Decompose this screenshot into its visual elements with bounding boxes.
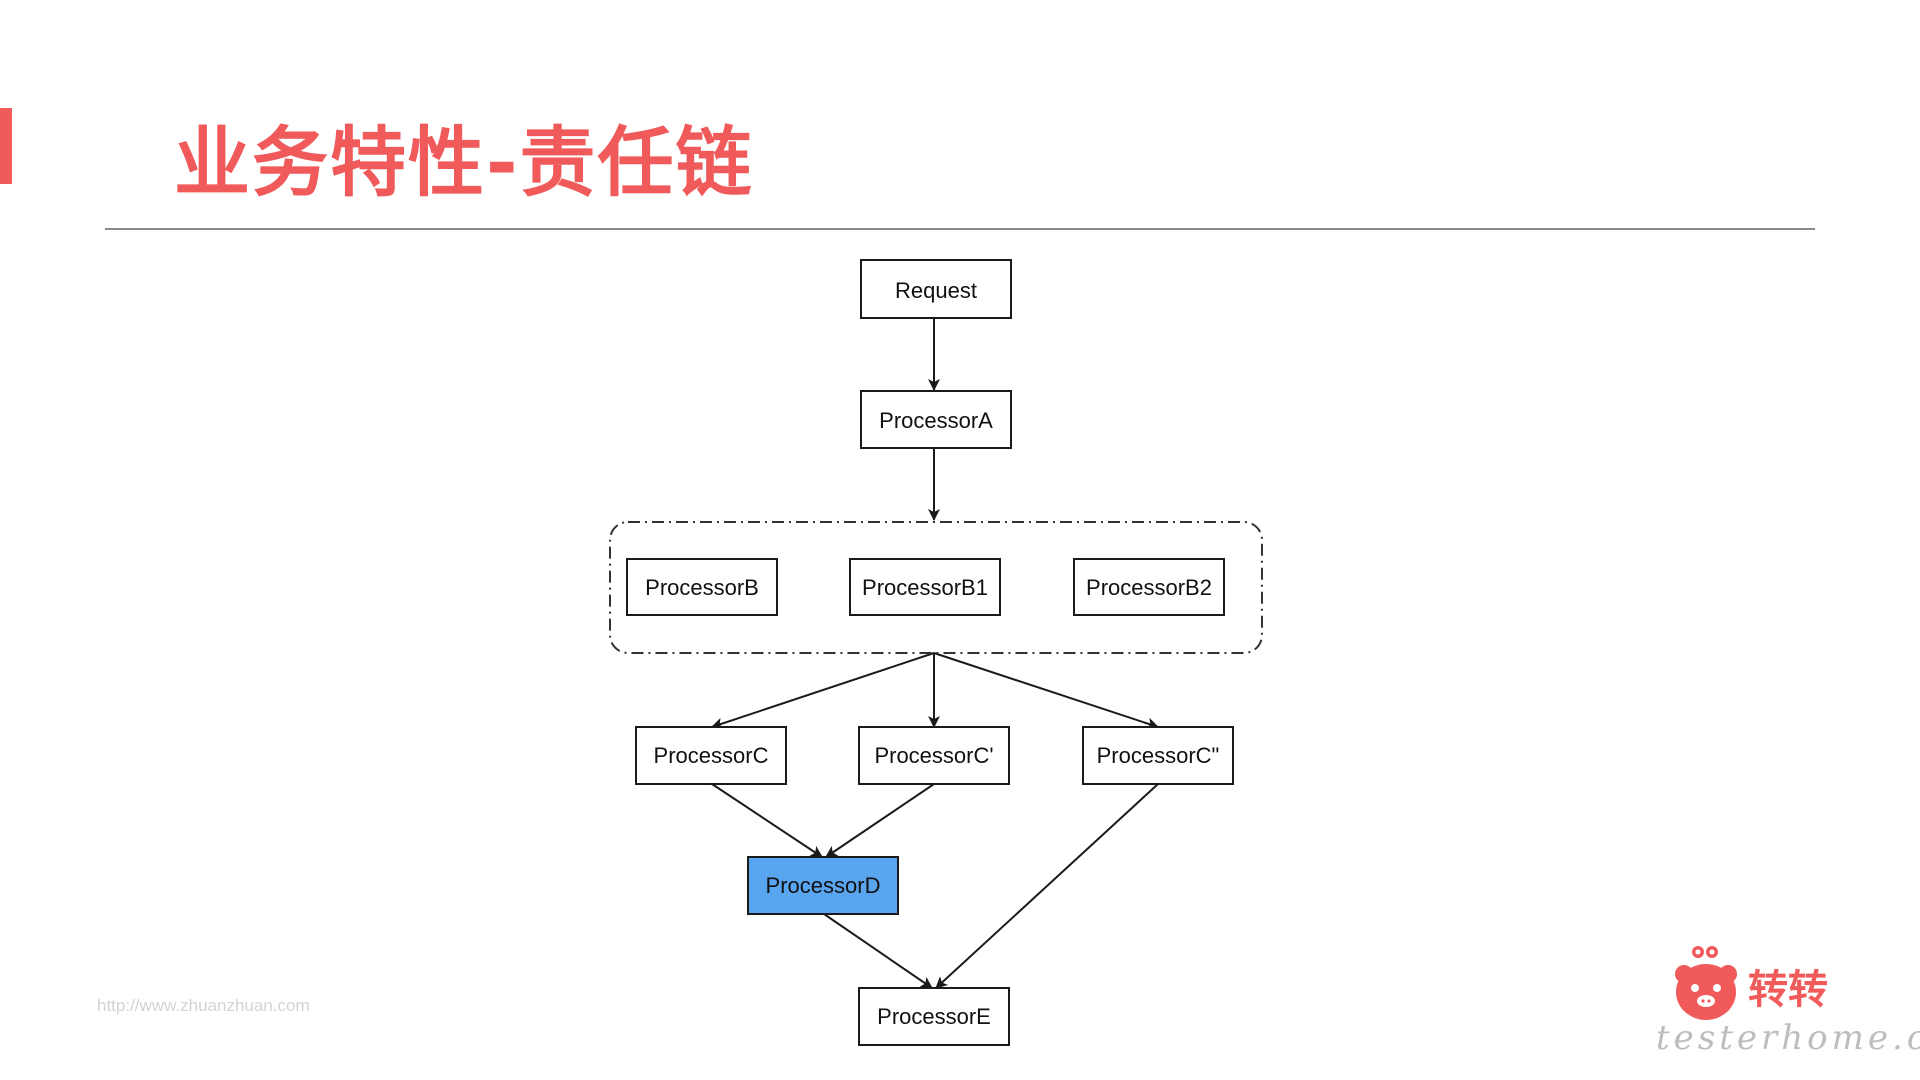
node-request-label: Request [895,278,977,303]
node-processor-c-double-prime: ProcessorC" [1082,726,1234,785]
node-processor-b2-label: ProcessorB2 [1086,575,1212,600]
node-processor-e: ProcessorE [858,987,1010,1046]
edge-processor-d-to-processor-e [823,913,933,989]
node-processor-c: ProcessorC [635,726,787,785]
title-accent-bar [0,108,12,184]
node-processor-c-double-prime-label: ProcessorC" [1097,743,1220,768]
node-processor-b1-label: ProcessorB1 [862,575,988,600]
node-processor-c-prime-label: ProcessorC' [874,743,993,768]
node-processor-b1: ProcessorB1 [849,558,1001,616]
brand-name: 转转 [1748,967,1828,1013]
node-processor-d: ProcessorD [747,856,899,915]
node-processor-c-label: ProcessorC [654,743,769,768]
node-request: Request [860,259,1012,319]
node-processor-a: ProcessorA [860,390,1012,449]
footer-url: http://www.zhuanzhuan.com [97,996,310,1015]
edge-processor-c-double-prime-to-processor-e [935,783,1159,989]
title-divider [105,228,1815,230]
edge-group-b-to-processor-c-double-prime [933,652,1159,730]
brand-logo: 转转 [1672,944,1912,1062]
node-processor-b2: ProcessorB2 [1073,558,1225,616]
processor-b-group [609,521,1263,654]
node-processor-c-prime: ProcessorC' [858,726,1010,785]
edges [711,318,1159,989]
node-processor-d-label: ProcessorD [766,873,881,898]
watermark: testerhome.com [1656,1018,1920,1058]
node-processor-e-label: ProcessorE [877,1004,991,1029]
edge-processor-c-to-processor-d [711,783,823,858]
node-processor-a-label: ProcessorA [879,408,993,433]
node-processor-b: ProcessorB [626,558,778,616]
slide-title: 业务特性-责任链 [174,118,754,207]
node-processor-b-label: ProcessorB [645,575,759,600]
mascot-icon [1675,946,1737,1020]
edge-group-b-to-processor-c [711,652,935,730]
edge-processor-c-prime-to-processor-d [825,783,935,858]
